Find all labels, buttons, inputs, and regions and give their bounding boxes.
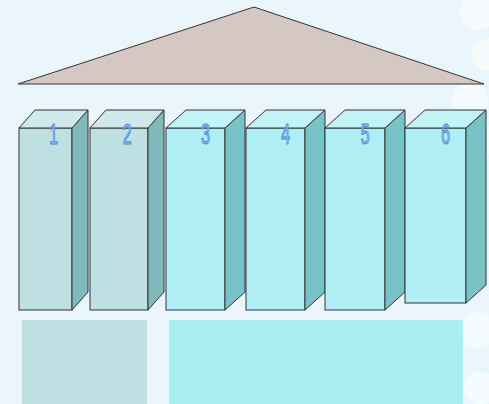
pillar-box: 1: [19, 110, 88, 310]
pillar-front: [166, 128, 225, 310]
pillar-number: 5: [343, 116, 387, 152]
deco-circle: [472, 39, 489, 71]
pillar-number: 6: [423, 116, 468, 152]
pillar-number: 1: [35, 116, 73, 152]
pillar-box: 6: [405, 110, 486, 303]
roof: [18, 7, 484, 84]
pillar-front: [325, 128, 385, 310]
pillar-side: [385, 110, 405, 310]
base-left: [22, 320, 147, 404]
pillar-side: [72, 110, 88, 310]
pillar-side: [225, 110, 245, 310]
deco-circle: [464, 372, 489, 404]
pillar-number: 4: [264, 116, 307, 152]
pillar-box: 5: [325, 110, 405, 310]
pillar-side: [305, 110, 325, 310]
base-right: [169, 320, 463, 404]
pillar-front: [19, 128, 72, 310]
pillar-box: 2: [90, 110, 164, 310]
deco-circle: [460, 312, 489, 348]
pillar-box: 4: [246, 110, 325, 310]
pillar-box: 3: [166, 110, 245, 310]
pillar-front: [90, 128, 148, 310]
pillar-number: 3: [184, 116, 227, 152]
pillar-side: [148, 110, 164, 310]
pillar-number: 2: [107, 116, 148, 152]
pillar-front: [405, 128, 466, 303]
pillar-side: [466, 110, 486, 303]
deco-circle: [460, 0, 489, 30]
pillar-front: [246, 128, 305, 310]
